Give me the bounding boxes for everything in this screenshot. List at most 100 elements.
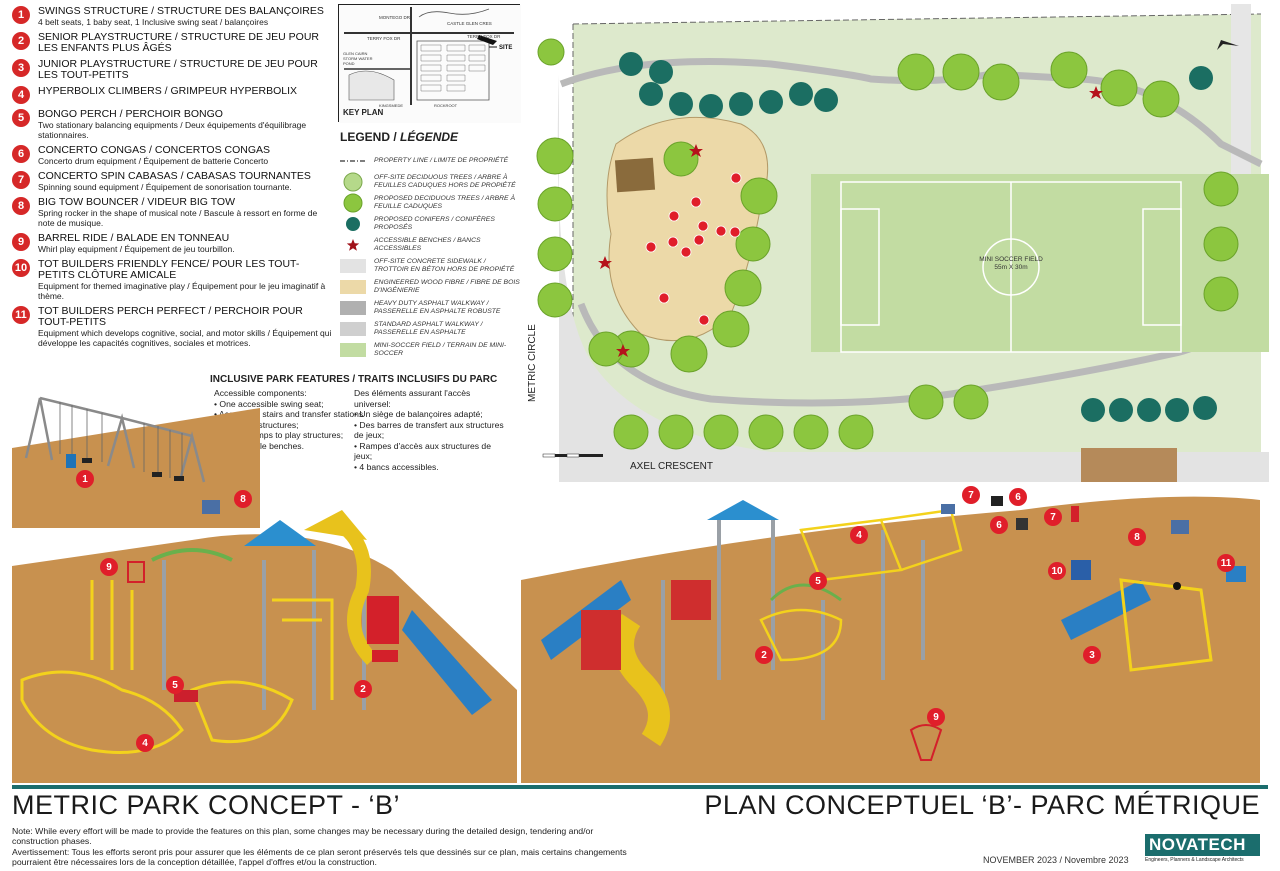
inclusive-item: Rampes d'accès aux structures de jeux; (354, 441, 506, 462)
feature-item: 4 HYPERBOLIX CLIMBERS / GRIMPEUR HYPERBOL… (12, 86, 332, 104)
inclusive-item: 4 bancs accessibles. (354, 462, 506, 473)
legend: LEGEND / LÉGENDE PROPERTY LINE / LIMITE … (340, 130, 520, 360)
conifer-icon (340, 216, 366, 232)
legend-item-label: MINI-SOCCER FIELD / TERRAIN DE MINI-SOCC… (374, 341, 507, 357)
feature-title: CONCERTO SPIN CABASAS / CABASAS TOURNANT… (38, 170, 311, 182)
badge-2: 2 (755, 646, 773, 664)
badge-11: 11 (1217, 554, 1235, 572)
logo-wordmark: NOVATECH (1145, 834, 1260, 856)
title-english: METRIC PARK CONCEPT - ‘B’ (12, 790, 401, 820)
title-french: PLAN CONCEPTUEL ‘B’- PARC MÉTRIQUE (704, 790, 1260, 820)
feature-number-badge: 11 (12, 306, 30, 324)
inclusive-fr-list: Un siège de balançoires adapté;Des barre… (354, 409, 506, 472)
badge-9: 9 (100, 558, 118, 576)
std-asphalt-icon (340, 321, 366, 337)
feature-number-badge: 7 (12, 171, 30, 189)
feature-title: SENIOR PLAYSTRUCTURE / STRUCTURE DE JEU … (38, 31, 320, 54)
feature-text: HYPERBOLIX CLIMBERS / GRIMPEUR HYPERBOLI… (38, 86, 297, 97)
novatech-logo: NOVATECH Engineers, Planners & Landscape… (1145, 834, 1260, 866)
feature-title: TOT BUILDERS PERCH PERFECT / PERCHOIR PO… (38, 305, 303, 328)
key-plan-map: MONTEGO DR CASTLE GLEN CRES TERRY FOX DR… (338, 4, 521, 123)
feature-description: Spinning sound equipment / Équipement de… (38, 182, 292, 192)
legend-title-fr: LÉGENDE (400, 130, 459, 144)
legend-item-label: STANDARD ASPHALT WALKWAY / PASSERELLE EN… (374, 320, 483, 336)
swing-structure-rendering: 1 8 (12, 388, 260, 528)
feature-number-badge: 9 (12, 233, 30, 251)
legend-item-heavy-asphalt: HEAVY DUTY ASPHALT WALKWAY / PASSERELLE … (340, 297, 520, 318)
feature-title: TOT BUILDERS FRIENDLY FENCE/ POUR LES TO… (38, 258, 300, 281)
feature-item: 11 TOT BUILDERS PERCH PERFECT / PERCHOIR … (12, 306, 332, 348)
proposed-tree-icon (340, 193, 366, 212)
svg-text:SITE: SITE (499, 45, 512, 51)
feature-number-badge: 5 (12, 109, 30, 127)
legend-rows: PROPERTY LINE / LIMITE DE PROPRIÉTÉ OFF-S… (340, 150, 520, 360)
inclusive-title: INCLUSIVE PARK FEATURES / TRAITS INCLUSI… (210, 374, 498, 385)
badge-7b: 7 (1044, 508, 1062, 526)
inclusive-item: One accessible swing seat; (214, 399, 366, 410)
feature-number-badge: 1 (12, 6, 30, 24)
concrete-icon (340, 258, 366, 274)
site-plan: MINI SOCCER FIELD 55m X 30m (521, 4, 1269, 482)
legend-item-label: ENGINEERED WOOD FIBRE / FIBRE DE BOIS D'… (374, 278, 520, 294)
road-label-metric: METRIC CIRCLE (527, 324, 538, 402)
svg-text:CASTLE GLEN CRES: CASTLE GLEN CRES (447, 21, 492, 26)
feature-description: 4 belt seats, 1 baby seat, 1 Inclusive s… (38, 17, 269, 27)
svg-text:ROCKROOT: ROCKROOT (434, 103, 458, 108)
legend-item-label: ACCESSIBLE BENCHES / BANCS ACCESSIBLES (374, 236, 481, 252)
note-english: Note: While every effort will be made to… (12, 826, 594, 847)
feature-text: JUNIOR PLAYSTRUCTURE / STRUCTURE DE JEU … (38, 59, 332, 81)
legend-item-label: HEAVY DUTY ASPHALT WALKWAY / PASSERELLE … (374, 299, 501, 315)
key-plan-label: KEY PLAN (343, 108, 384, 117)
legend-item-soccer: MINI-SOCCER FIELD / TERRAIN DE MINI-SOCC… (340, 339, 520, 360)
plan-date: NOVEMBER 2023 / Novembre 2023 (983, 855, 1129, 865)
badge-2: 2 (354, 680, 372, 698)
badge-8: 8 (1128, 528, 1146, 546)
legend-item-offsite-tree: OFF-SITE DECIDUOUS TREES / ARBRE À FEUIL… (340, 171, 520, 192)
badge-1: 1 (76, 470, 94, 488)
svg-text:MONTEGO DR: MONTEGO DR (379, 15, 411, 20)
badge-6b: 6 (990, 516, 1008, 534)
disclaimer-note: Note: While every effort will be made to… (12, 826, 632, 867)
feature-text: CONCERTO SPIN CABASAS / CABASAS TOURNANT… (38, 170, 311, 193)
note-french: Avertissement: Tous les efforts seront p… (12, 846, 627, 867)
legend-item-label: PROPERTY LINE / LIMITE DE PROPRIÉTÉ (374, 156, 509, 164)
footer-divider (12, 785, 1268, 789)
inclusive-fr-heading: Des éléments assurant l'accès universel: (354, 388, 471, 409)
wood-fibre-icon (340, 279, 366, 295)
feature-number-badge: 8 (12, 197, 30, 215)
feature-title: CONCERTO CONGAS / CONCERTOS CONGAS (38, 144, 271, 156)
badge-4: 4 (136, 734, 154, 752)
legend-item-property-line: PROPERTY LINE / LIMITE DE PROPRIÉTÉ (340, 150, 520, 171)
senior-playstructure-rendering: 9 5 4 2 (12, 500, 517, 783)
badge-4: 4 (850, 526, 868, 544)
feature-number-badge: 10 (12, 259, 30, 277)
legend-item-label: PROPOSED CONIFERS / CONIFÈRES PROPOSÉS (374, 215, 495, 231)
inclusive-item: Un siège de balançoires adapté; (354, 409, 506, 420)
legend-item-label: OFF-SITE CONCRETE SIDEWALK / TROTTOIR EN… (374, 257, 515, 273)
feature-text: TOT BUILDERS PERCH PERFECT / PERCHOIR PO… (38, 305, 332, 349)
soccer-icon (340, 342, 366, 358)
badge-9: 9 (927, 708, 945, 726)
conifers (619, 52, 1217, 422)
badge-10: 10 (1048, 562, 1066, 580)
legend-item-bench-star: ACCESSIBLE BENCHES / BANCS ACCESSIBLES (340, 234, 520, 255)
badge-8: 8 (234, 490, 252, 508)
feature-number-badge: 4 (12, 86, 30, 104)
feature-description: Concerto drum equipment / Équipement de … (38, 156, 269, 166)
feature-text: SENIOR PLAYSTRUCTURE / STRUCTURE DE JEU … (38, 32, 332, 54)
offsite-tree-icon (340, 172, 366, 191)
legend-title-en: LEGEND / (340, 130, 397, 144)
legend-item-proposed-tree: PROPOSED DECIDUOUS TREES / ARBRE À FEUIL… (340, 192, 520, 213)
site-markers (645, 172, 742, 326)
property-line-icon (340, 153, 366, 169)
feature-text: TOT BUILDERS FRIENDLY FENCE/ POUR LES TO… (38, 258, 332, 302)
feature-title: JUNIOR PLAYSTRUCTURE / STRUCTURE DE JEU … (38, 58, 318, 81)
